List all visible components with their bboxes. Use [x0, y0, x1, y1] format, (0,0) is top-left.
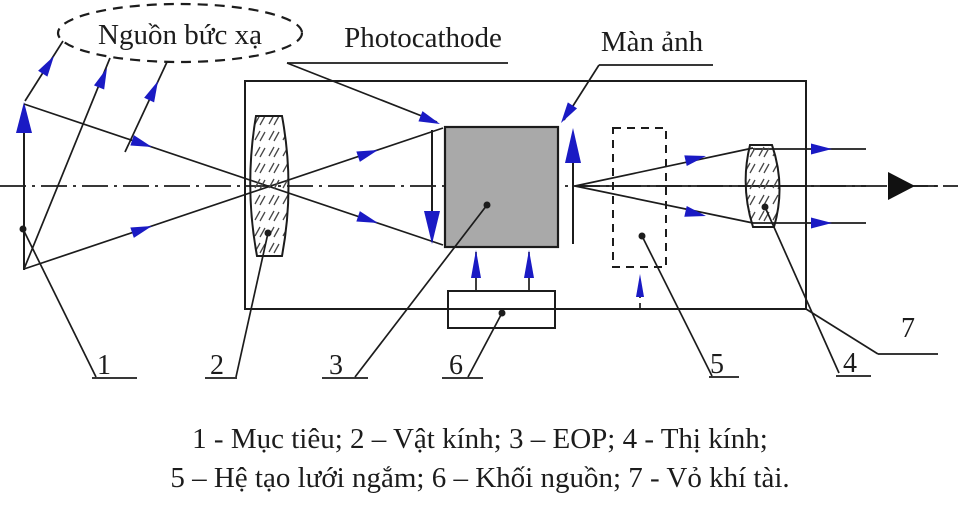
part-number-6: 6: [449, 350, 463, 381]
leader-arrowhead-icon: [418, 111, 443, 130]
leader-6: [467, 312, 503, 378]
part-number-2: 2: [210, 350, 224, 381]
reticle-box-outline: [612, 127, 667, 268]
ray-arrowhead-icon: [144, 78, 163, 103]
objective-lens: [249, 115, 290, 257]
eyepiece-lens-body: [744, 144, 781, 228]
caption-line-2: 5 – Hệ tạo lưới ngắm; 6 – Khối nguồn; 7 …: [170, 462, 789, 494]
object-ray-upper: [23, 103, 444, 246]
eye-ray-lower: [574, 185, 754, 224]
eyepiece-lens: [744, 144, 781, 228]
reticle-box: [612, 127, 667, 268]
part-number-3: 3: [329, 350, 343, 381]
photocathode-leader: [286, 62, 438, 123]
power-supply-body: [447, 290, 556, 329]
eye-direction-arrowhead-icon: [888, 172, 915, 200]
source-rays: [23, 40, 168, 270]
eyepiece-rays: [574, 143, 938, 229]
ray-arrowhead-icon: [684, 206, 708, 222]
radiation-source-label: Nguồn bức xạ: [98, 19, 262, 51]
ray-arrowhead-icon: [130, 135, 154, 153]
ray-arrowhead-icon: [130, 220, 154, 238]
eop-block: [443, 125, 560, 249]
ray-arrowhead-icon: [356, 144, 380, 162]
radiation-source-ellipse: [56, 2, 304, 64]
power-supply-block: [447, 250, 644, 329]
screen-image-arrow: [565, 128, 581, 244]
caption-line-1: 1 - Mục tiêu; 2 – Vật kính; 3 – EOP; 4 -…: [192, 423, 768, 455]
eop-body: [443, 125, 560, 249]
part-number-7: 7: [901, 313, 915, 344]
leader-5: [641, 235, 713, 377]
photocathode-image-arrow: [424, 130, 440, 244]
part-number-1: 1: [97, 350, 111, 381]
part-number-5: 5: [710, 349, 724, 380]
object-rays: [23, 103, 444, 270]
object-ray-lower: [23, 127, 444, 270]
part-number-4: 4: [843, 348, 857, 379]
ray-arrowhead-icon: [811, 143, 832, 155]
leader-2: [235, 232, 269, 378]
caption: 1 - Mục tiêu; 2 – Vật kính; 3 – EOP; 4 -…: [170, 423, 789, 494]
objective-lens-body: [249, 115, 290, 257]
ray-arrowhead-icon: [356, 211, 380, 229]
screen-label: Màn ảnh: [601, 26, 704, 58]
ray-arrowhead-icon: [38, 53, 59, 77]
leader-4: [764, 206, 840, 374]
up-arrowhead-icon: [565, 128, 581, 163]
eye-ray-upper: [574, 147, 754, 187]
part-callouts: 1 2 3 6 5 4 7: [22, 204, 938, 381]
source-ray: [124, 61, 168, 153]
ray-arrowhead-icon: [811, 217, 832, 229]
up-arrowhead-icon: [471, 250, 481, 278]
leader-3: [354, 204, 488, 378]
leader-1: [22, 228, 97, 378]
leader-7: [805, 308, 879, 355]
target-arrowhead-icon: [16, 102, 32, 133]
up-arrowhead-icon: [524, 250, 534, 278]
source-ray: [23, 57, 111, 270]
ray-arrowhead-icon: [93, 65, 113, 90]
photocathode-label: Photocathode: [344, 22, 502, 54]
down-arrowhead-icon: [424, 211, 440, 244]
up-arrowhead-icon: [636, 274, 644, 297]
